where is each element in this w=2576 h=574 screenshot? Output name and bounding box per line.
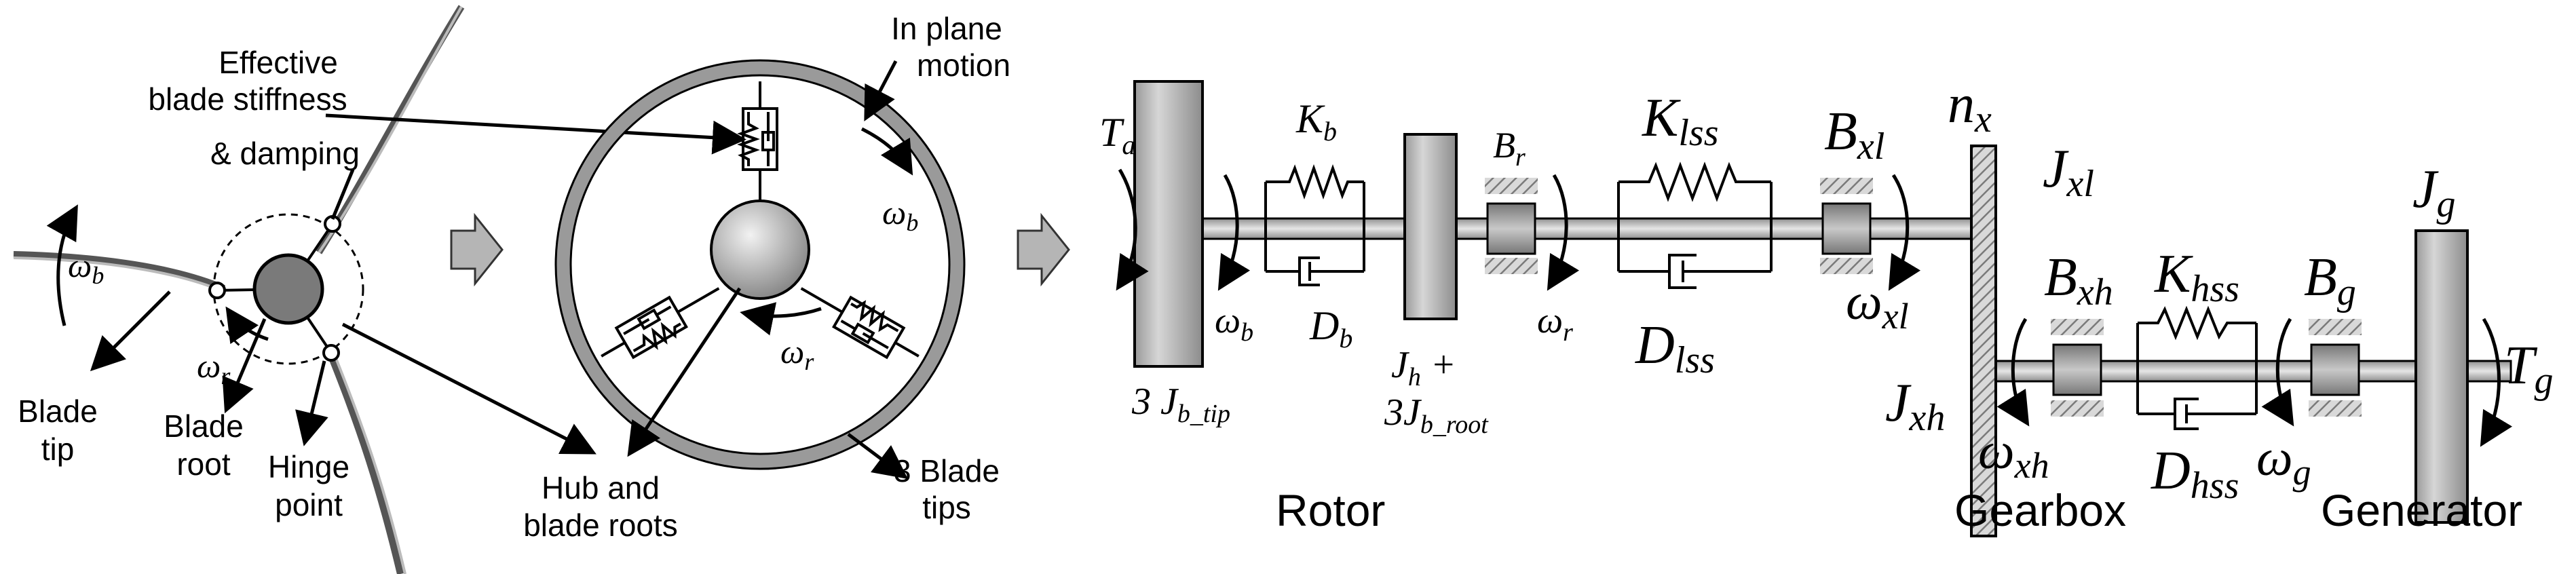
blade-left xyxy=(13,251,225,292)
tips3-label-line1: 3 Blade xyxy=(894,453,1000,489)
hub-inertia xyxy=(1403,133,1458,320)
bearing-g xyxy=(2309,319,2362,417)
hub-leader-from-left xyxy=(341,322,596,455)
wg-arrow xyxy=(2261,318,2294,427)
omega-b-arrow xyxy=(46,204,78,326)
blade-tip-ring xyxy=(556,60,964,469)
blade-tip-label-line1: Blade xyxy=(18,394,98,429)
hinge-label-line2: point xyxy=(275,487,343,522)
effective-leader xyxy=(325,113,746,155)
hinge-point-lower xyxy=(322,344,340,362)
hub xyxy=(252,253,324,325)
Jxh-label: Jxh xyxy=(1885,373,1945,439)
Jg-label: Jg xyxy=(2412,159,2456,225)
blade-tip-label-line2: tip xyxy=(41,432,75,467)
blade-spring-damper-upper xyxy=(737,81,778,217)
nx-label: nx xyxy=(1948,75,1992,140)
blade-left-edge xyxy=(13,256,225,293)
gear-nx xyxy=(1970,145,1997,537)
Bg-label: Bg xyxy=(2304,248,2356,313)
omega-b-arrow-hub xyxy=(860,127,913,176)
wr-arrow xyxy=(1547,174,1580,291)
in-plane-label-line2: motion xyxy=(917,47,1010,83)
Klss-label: Klss xyxy=(1642,88,1719,154)
Jxl-label: Jxl xyxy=(2043,139,2094,205)
Tg-arrow xyxy=(2480,318,2513,447)
hub-label-line2: blade roots xyxy=(523,508,678,543)
hss-spring-damper xyxy=(2136,305,2258,430)
blade-spring-damper-lower-right xyxy=(800,287,920,360)
Khss-label: Khss xyxy=(2154,244,2239,310)
flow-arrow-1 xyxy=(450,212,504,287)
wb-arrow xyxy=(1217,174,1251,291)
blade-lower xyxy=(329,358,404,574)
bearing-xh xyxy=(2051,319,2104,417)
rotor-bearing xyxy=(1485,178,1538,274)
Ta-label: Ta xyxy=(1099,110,1135,160)
omega-r-arrow-hub xyxy=(740,302,822,336)
wr-label: ωr xyxy=(1537,300,1573,347)
drivetrain-model: Ta Kb ωb Db 3 Jb_tip Jh + 3Jb_root Br ωr… xyxy=(1099,75,2554,537)
hub-spring-model: ωb ωr In plane motion Hub and blade root… xyxy=(523,11,1010,543)
generator-section-label: Generator xyxy=(2321,485,2522,535)
effective-label-line1: Effective xyxy=(219,45,338,80)
Bxl-label: Bxl xyxy=(1824,102,1884,168)
rotor-sketch: ωb ωr Effective blade stiffness & dampin… xyxy=(13,5,746,574)
hub-sphere xyxy=(710,199,810,300)
tips3-label-line2: tips xyxy=(922,490,971,525)
Dlss-label: Dlss xyxy=(1635,315,1715,381)
Db-label: Db xyxy=(1309,303,1352,353)
wb-label: ωb xyxy=(1215,300,1253,347)
flow-arrow-2 xyxy=(1017,212,1070,287)
hinge-point-leader xyxy=(295,360,328,446)
blade-tips-leader xyxy=(847,433,908,479)
gearbox-section-label: Gearbox xyxy=(1954,485,2126,535)
blade-root-label-line2: root xyxy=(176,446,230,482)
Jh-label: Jh + xyxy=(1391,344,1456,391)
wxl-arrow xyxy=(1888,174,1921,291)
tip-inertia-label: 3 Jb_tip xyxy=(1131,381,1230,428)
omega-r-arrow xyxy=(225,306,269,345)
wxh-label: ωxh xyxy=(1978,423,2049,486)
lss-spring-damper xyxy=(1617,161,1773,289)
blade-spring-damper-lower-left xyxy=(601,287,720,360)
hinge-label-line1: Hinge xyxy=(268,449,349,484)
Br-label: Br xyxy=(1493,125,1526,172)
omega-r-label-hub: ωr xyxy=(780,332,814,375)
omega-r-label-left: ωr xyxy=(197,347,231,389)
hub-label-line1: Hub and xyxy=(542,470,660,505)
Ta-arrow xyxy=(1116,168,1149,291)
root-inertia-label: 3Jb_root xyxy=(1384,391,1489,439)
blade-root-label-line1: Blade xyxy=(164,408,244,444)
in-plane-label-line1: In plane xyxy=(891,11,1002,46)
blade-root-leader xyxy=(222,318,267,414)
hub-leader xyxy=(627,287,742,457)
wg-label: ωg xyxy=(2256,429,2311,493)
Tg-label: Tg xyxy=(2504,336,2554,402)
omega-b-label-left: ωb xyxy=(68,246,104,289)
blade-tip-leader xyxy=(90,290,171,372)
hinge-point-left xyxy=(208,282,226,299)
blade-lower-edge xyxy=(335,358,406,574)
omega-b-label-hub: ωb xyxy=(882,193,918,236)
Bxh-label: Bxh xyxy=(2044,248,2113,313)
bearing-xl xyxy=(1820,178,1873,274)
blade-spring-damper xyxy=(1264,164,1365,286)
Dhss-label: Dhss xyxy=(2151,441,2239,507)
Kb-label: Kb xyxy=(1295,96,1337,147)
in-plane-leader xyxy=(864,60,898,121)
wxl-label: ωxl xyxy=(1846,273,1909,337)
effective-label-line3: & damping xyxy=(210,136,360,171)
effective-leader-small xyxy=(330,169,355,220)
rotor-section-label: Rotor xyxy=(1276,485,1385,535)
rotor-tip-inertia xyxy=(1133,80,1204,368)
effective-label-line2: blade stiffness xyxy=(148,81,347,117)
wxh-arrow xyxy=(1996,318,2030,427)
generator-inertia xyxy=(2414,229,2469,524)
